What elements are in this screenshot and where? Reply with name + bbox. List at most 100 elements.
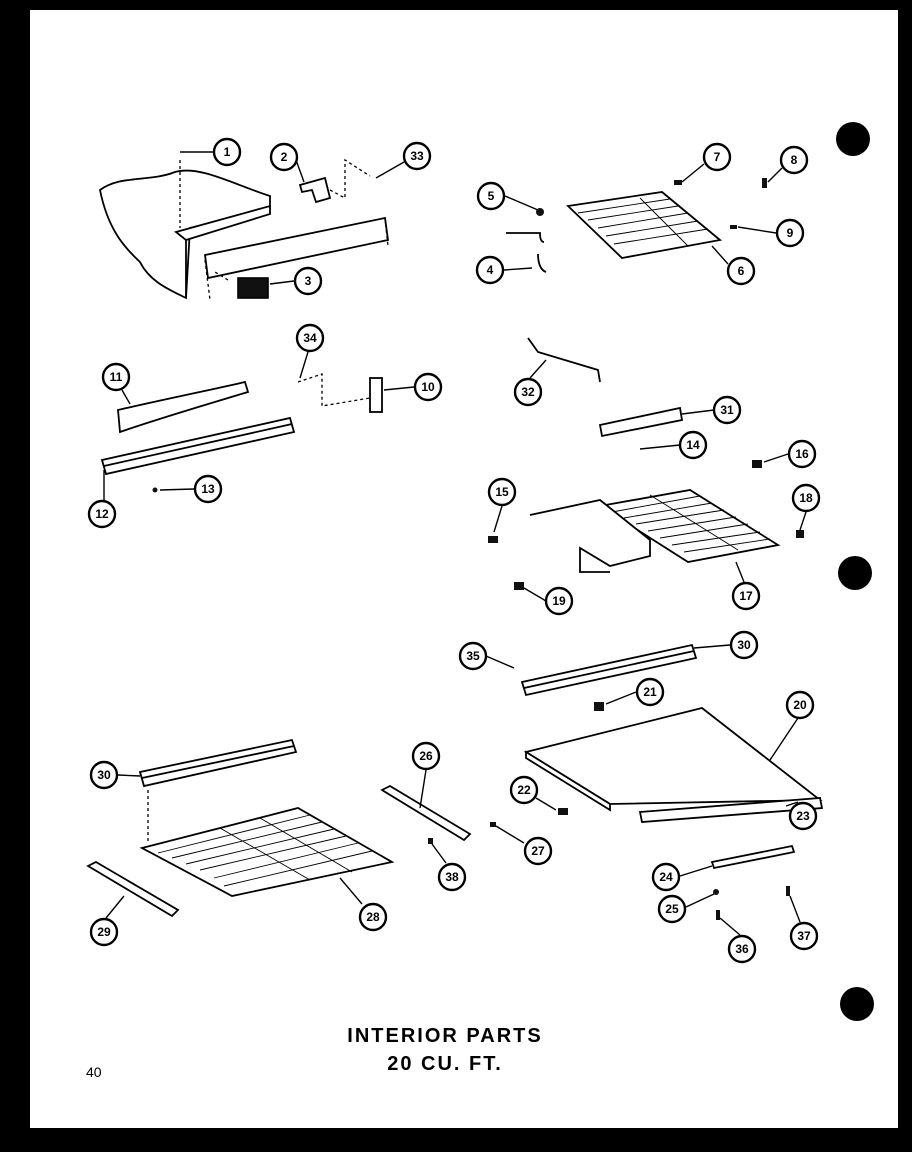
callout-label: 4 — [487, 263, 494, 277]
callout-part-28: 28 — [358, 902, 388, 932]
callout-label: 36 — [735, 942, 749, 956]
callout-circle — [775, 218, 805, 248]
callout-part-11: 11 — [101, 362, 131, 392]
callout-circle — [269, 142, 299, 172]
callout-circle — [476, 181, 506, 211]
callout-part-30: 30 — [89, 760, 119, 790]
callout-label: 3 — [305, 274, 312, 288]
callout-part-6: 6 — [726, 256, 756, 286]
callout-part-22: 22 — [509, 775, 539, 805]
binder-hole-bottom — [840, 987, 874, 1021]
callout-circle — [731, 581, 761, 611]
callout-label: 18 — [799, 491, 813, 505]
callout-label: 7 — [714, 150, 721, 164]
callout-label: 16 — [795, 447, 809, 461]
callout-part-31: 31 — [712, 395, 742, 425]
grille-vent-part — [237, 277, 269, 299]
callout-part-15: 15 — [487, 477, 517, 507]
callout-part-7: 7 — [702, 142, 732, 172]
callout-circle — [509, 775, 539, 805]
callout-label: 1 — [224, 145, 231, 159]
callout-part-29: 29 — [89, 917, 119, 947]
callout-circle — [789, 921, 819, 951]
divider-rail-part — [380, 784, 472, 842]
shelf-rail-lower-part — [138, 738, 298, 788]
callout-label: 33 — [410, 149, 424, 163]
callout-circle — [678, 430, 708, 460]
callout-part-9: 9 — [775, 218, 805, 248]
callout-circle — [89, 760, 119, 790]
callout-circle — [295, 323, 325, 353]
callout-part-13: 13 — [193, 474, 223, 504]
callout-circle — [651, 862, 681, 892]
callout-circle — [193, 474, 223, 504]
callout-label: 19 — [552, 594, 566, 608]
callout-circle — [411, 741, 441, 771]
callout-label: 30 — [97, 768, 111, 782]
callout-circle — [475, 255, 505, 285]
binder-hole-top — [836, 122, 870, 156]
callout-part-25: 25 — [657, 894, 687, 924]
callout-part-20: 20 — [785, 690, 815, 720]
shelf-support-hook-part — [506, 208, 547, 273]
callout-label: 38 — [445, 870, 459, 884]
callout-circle — [657, 894, 687, 924]
callout-circle — [513, 377, 543, 407]
callout-part-16: 16 — [787, 439, 817, 469]
shelf-rail-left-part — [100, 416, 296, 476]
callout-circle — [458, 641, 488, 671]
leader-lines — [103, 151, 807, 936]
callout-part-2: 2 — [269, 142, 299, 172]
callout-circle — [635, 677, 665, 707]
callout-label: 24 — [659, 870, 673, 884]
callout-part-38: 38 — [437, 862, 467, 892]
callout-label: 32 — [521, 385, 535, 399]
callout-circle — [293, 266, 323, 296]
callout-part-1: 1 — [212, 137, 242, 167]
callout-circle — [726, 256, 756, 286]
callout-part-37: 37 — [789, 921, 819, 951]
binder-hole-middle — [838, 556, 872, 590]
page-subtitle: 20 CU. FT. — [387, 1053, 503, 1075]
callout-circle — [413, 372, 443, 402]
callout-circle — [712, 395, 742, 425]
callout-part-27: 27 — [523, 836, 553, 866]
callout-label: 11 — [110, 370, 123, 384]
callout-part-35: 35 — [458, 641, 488, 671]
callout-part-26: 26 — [411, 741, 441, 771]
callout-part-18: 18 — [791, 483, 821, 513]
callout-label: 6 — [738, 264, 745, 278]
callout-circle — [779, 145, 809, 175]
cantilever-shelf-part — [529, 489, 781, 573]
callout-label: 27 — [531, 844, 545, 858]
callout-circle — [544, 586, 574, 616]
callout-part-24: 24 — [651, 862, 681, 892]
callout-label: 34 — [303, 331, 317, 345]
callout-label: 17 — [739, 589, 753, 603]
callout-part-5: 5 — [476, 181, 506, 211]
callout-part-17: 17 — [731, 581, 761, 611]
callout-circle — [358, 902, 388, 932]
callout-part-30: 30 — [729, 630, 759, 660]
callout-label: 29 — [97, 925, 111, 939]
hinge-bracket-part — [298, 176, 332, 204]
callout-label: 13 — [201, 482, 215, 496]
trim-strip-part — [710, 844, 796, 870]
page-title: INTERIOR PARTS — [347, 1025, 543, 1047]
shelf-clips-middle — [488, 460, 804, 590]
light-lens-part — [117, 380, 250, 434]
cabinet-bracket-part — [99, 169, 271, 300]
light-shield-rail-part — [203, 216, 390, 301]
callout-label: 26 — [419, 749, 433, 763]
callout-circle — [787, 439, 817, 469]
shelf-rail-upper-part — [520, 643, 698, 697]
callout-part-34: 34 — [295, 323, 325, 353]
callout-label: 2 — [281, 150, 288, 164]
callout-circle — [487, 477, 517, 507]
callout-circle — [702, 142, 732, 172]
callout-circle — [87, 499, 117, 529]
callout-label: 28 — [366, 910, 380, 924]
callout-label: 21 — [643, 685, 657, 699]
callout-label: 23 — [796, 809, 810, 823]
